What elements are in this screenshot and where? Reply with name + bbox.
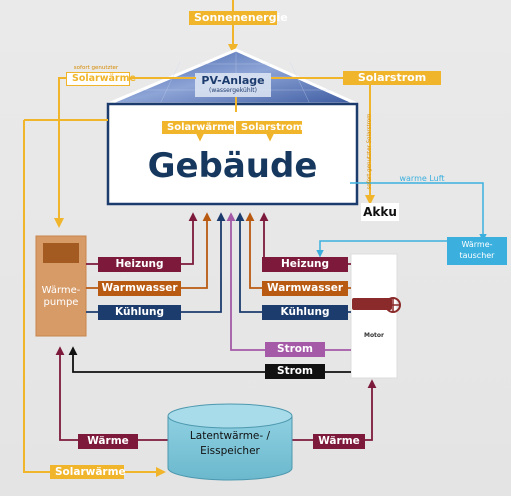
sofort-left-note: sofort genutzter — [73, 65, 119, 71]
motor-icon — [352, 298, 392, 310]
kuehlung-right-label: Kühlung — [262, 305, 348, 320]
waermetauscher-box — [447, 237, 507, 265]
waerme-right-label: Wärme — [313, 434, 365, 449]
kuehlung-left-label: Kühlung — [98, 305, 181, 320]
storage-tank-body — [167, 415, 293, 481]
heizung-left-label: Heizung — [98, 257, 181, 272]
sonnenenergie-label: Sonnenenergie — [189, 11, 288, 25]
solarwaerme-bottom-label: Solarwärme — [50, 465, 126, 479]
pv-subtitle: (wassergekühlt) — [209, 87, 257, 94]
strom-black-line — [68, 346, 351, 373]
motor-box — [350, 253, 398, 379]
pv-label-bg — [195, 73, 271, 97]
storage-label-2: Eisspeicher — [200, 445, 260, 457]
solarwaerme-top-label: Solarwärme — [66, 72, 136, 86]
warme-luft-label: warme Luft — [399, 174, 445, 183]
warmwasser-right-label: Warmwasser — [262, 281, 348, 296]
akku-label: Akku — [361, 203, 399, 221]
storage-label-1: Latentwärme- / — [189, 430, 271, 442]
strom-purple-label: Strom — [265, 342, 325, 357]
solarwaerme-inner-label: Solarwärme — [162, 121, 234, 134]
waerme-left-label: Wärme — [78, 434, 138, 449]
storage-tank-top — [167, 403, 293, 429]
waermetauscher-label-1: Wärme- — [461, 240, 493, 249]
heatpump-label-1: Wärme- — [41, 285, 81, 296]
strom-black-label: Strom — [265, 364, 325, 379]
motor-label: Motor — [363, 332, 385, 339]
warmwasser-left-label: Warmwasser — [98, 281, 181, 296]
solarwaerme-to-heatpump — [54, 77, 196, 228]
pv-title: PV-Anlage — [201, 74, 265, 87]
warmwasser-left-line — [86, 212, 212, 289]
solarstrom-top-label: Solarstrom — [343, 71, 441, 85]
tauscher-to-motor — [316, 240, 447, 258]
heizung-right-label: Heizung — [262, 257, 348, 272]
waermetauscher-label-2: tauscher — [459, 251, 495, 260]
building — [106, 102, 359, 206]
heatpump-label-2: pumpe — [43, 297, 79, 308]
warmwasser-right-line — [245, 212, 351, 289]
heatpump-panel — [43, 243, 79, 263]
waerme-left-line — [55, 346, 168, 441]
gebaeude-title: Gebäude — [147, 146, 318, 186]
solarstrom-inner-label: Solarstrom — [236, 121, 303, 134]
warme-luft-line — [350, 182, 487, 242]
sofort-right-note: sofort genutzter Solarstrom — [366, 113, 373, 190]
waerme-right-line — [292, 379, 377, 441]
